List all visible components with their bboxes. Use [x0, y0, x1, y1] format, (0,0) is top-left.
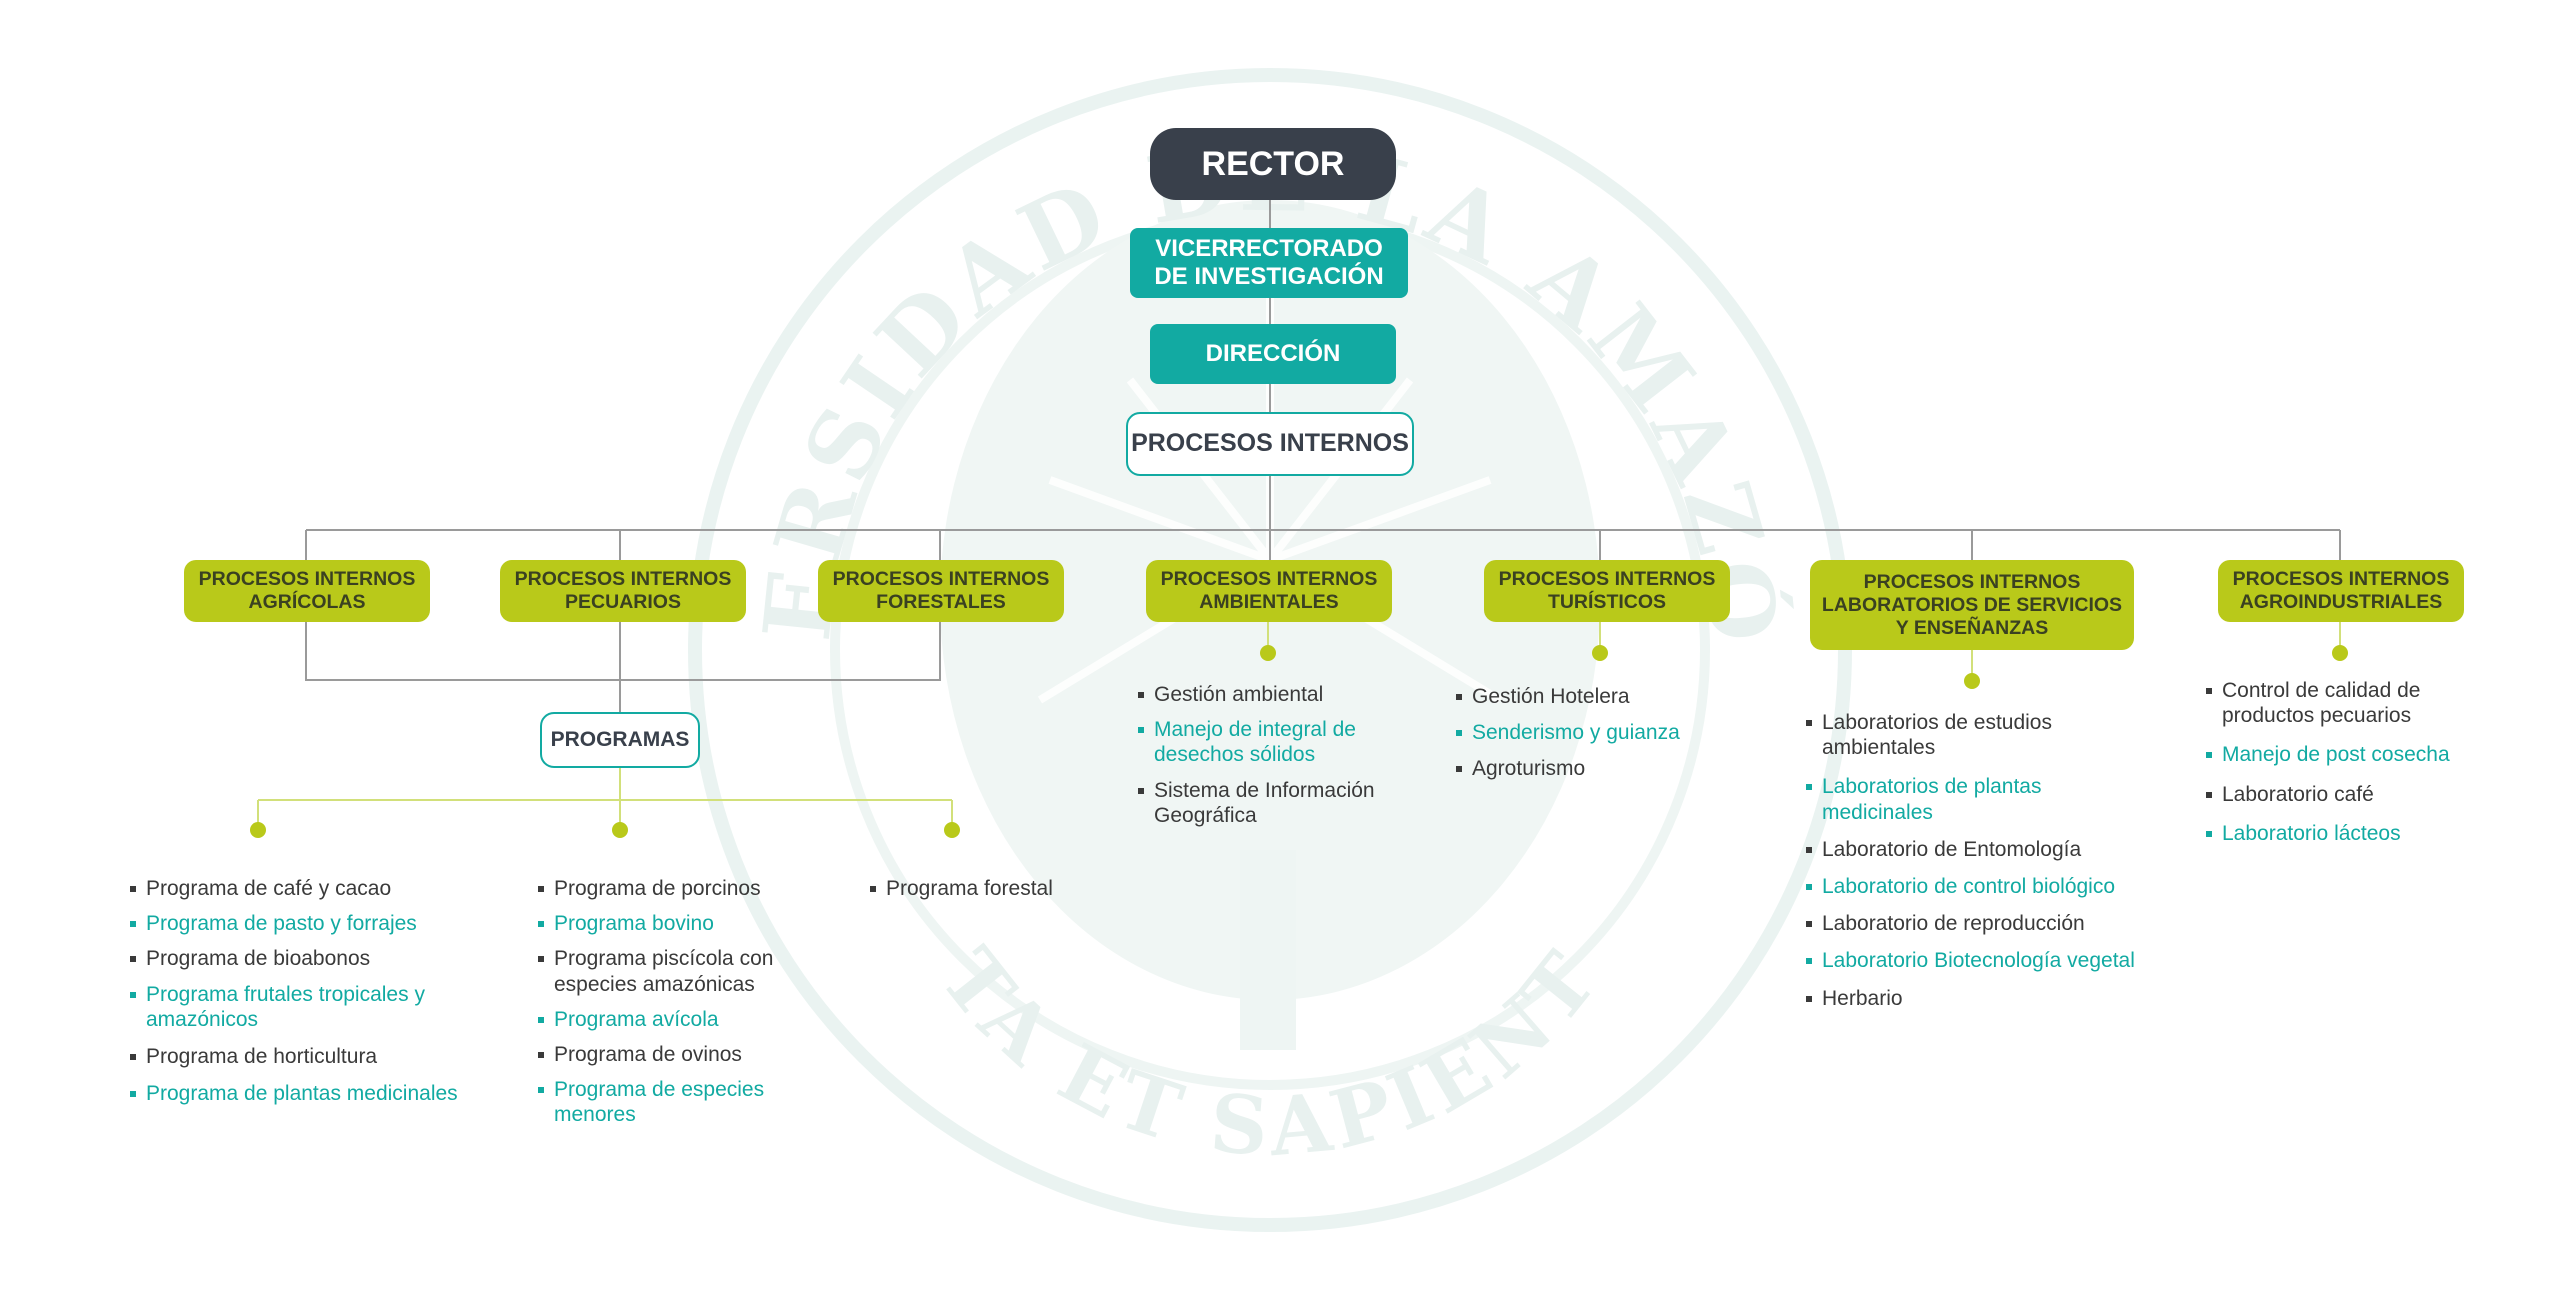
list-item: Programa de café y cacao: [130, 876, 490, 901]
rector-label: RECTOR: [1201, 144, 1345, 183]
agroindustriales-list: Control de calidad de productos pecuario…: [2206, 678, 2476, 846]
list-item: Programa de ovinos: [538, 1042, 798, 1067]
process-title-line: PROCESOS INTERNOS: [2232, 568, 2450, 590]
list-item: Programa forestal: [870, 876, 1130, 901]
list-item: Manejo de integral de desechos sólidos: [1138, 717, 1438, 767]
list-item: Sistema de Información Geográfica: [1138, 778, 1438, 828]
turisticos-list: Gestión Hotelera Senderismo y guianza Ag…: [1456, 684, 1756, 782]
programas-agricolas-list: Programa de café y cacao Programa de pas…: [130, 876, 490, 1106]
process-title-line: PROCESOS INTERNOS: [1863, 570, 2081, 593]
ambientales-list: Gestión ambiental Manejo de integral de …: [1138, 682, 1438, 828]
list-item: Programa de horticultura: [130, 1044, 490, 1069]
list-item: Programa de especies menores: [538, 1077, 784, 1127]
process-title-line: PROCESOS INTERNOS: [198, 568, 416, 590]
list-item: Laboratorio de Entomología: [1806, 837, 2146, 862]
direccion-label: DIRECCIÓN: [1205, 339, 1341, 367]
process-title-line: PECUARIOS: [565, 591, 681, 613]
list-item: Laboratorio lácteos: [2206, 821, 2476, 846]
list-item: Programa de plantas medicinales: [130, 1081, 490, 1106]
list-item: Gestión Hotelera: [1456, 684, 1756, 709]
vicerrectorado-line-2: DE INVESTIGACIÓN: [1154, 263, 1384, 290]
vicerrectorado-line-1: VICERRECTORADO: [1155, 234, 1383, 262]
list-item: Laboratorio de reproducción: [1806, 911, 2146, 936]
list-item: Senderismo y guianza: [1456, 720, 1756, 745]
laboratorios-list: Laboratorios de estudios ambientales Lab…: [1806, 710, 2146, 1011]
process-title-line: PROCESOS INTERNOS: [832, 568, 1050, 590]
process-title-line: TURÍSTICOS: [1547, 591, 1667, 613]
list-item: Programa de porcinos: [538, 876, 798, 901]
list-item: Programa avícola: [538, 1007, 798, 1032]
procesos-internos-box: PROCESOS INTERNOS: [1126, 412, 1414, 476]
list-item: Programa bovino: [538, 911, 798, 936]
list-item: Programa piscícola con especies amazónic…: [538, 946, 798, 996]
list-item: Herbario: [1806, 986, 2146, 1011]
list-item: Laboratorio Biotecnología vegetal: [1806, 948, 2146, 973]
list-item: Laboratorio café: [2206, 782, 2476, 807]
process-title-line: FORESTALES: [876, 591, 1006, 613]
list-item: Programa de bioabonos: [130, 946, 490, 971]
programas-forestales-list: Programa forestal: [870, 876, 1130, 901]
list-item: Laboratorio de control biológico: [1806, 874, 2146, 899]
process-title-line: AGRÍCOLAS: [248, 591, 366, 613]
list-item: Gestión ambiental: [1138, 682, 1438, 707]
procesos-internos-label: PROCESOS INTERNOS: [1131, 429, 1409, 458]
programas-pecuarios-list: Programa de porcinos Programa bovino Pro…: [538, 876, 798, 1128]
rector-box: RECTOR: [1150, 128, 1396, 200]
process-title-line: AGROINDUSTRIALES: [2239, 591, 2443, 613]
list-item: Programa de pasto y forrajes: [130, 911, 490, 936]
vicerrectorado-box: VICERRECTORADO DE INVESTIGACIÓN: [1130, 228, 1408, 298]
direccion-box: DIRECCIÓN: [1150, 324, 1396, 384]
process-title-line: PROCESOS INTERNOS: [1160, 568, 1378, 590]
list-item: Control de calidad de productos pecuario…: [2206, 678, 2476, 728]
process-title-line: PROCESOS INTERNOS: [1498, 568, 1716, 590]
list-item: Programa frutales tropicales y amazónico…: [130, 982, 436, 1032]
list-item: Manejo de post cosecha: [2206, 742, 2476, 767]
list-item: Laboratorios de estudios ambientales: [1806, 710, 2146, 760]
programas-box: PROGRAMAS: [540, 712, 700, 768]
process-title-line: PROCESOS INTERNOS: [514, 568, 732, 590]
list-item: Laboratorios de plantas medicinales: [1806, 774, 2146, 824]
process-title-line: LABORATORIOS DE SERVICIOS: [1821, 593, 2123, 616]
programas-label: PROGRAMAS: [550, 727, 690, 751]
process-title-line: AMBIENTALES: [1199, 591, 1339, 613]
process-title-line: Y ENSEÑANZAS: [1895, 616, 2049, 639]
list-item: Agroturismo: [1456, 756, 1756, 781]
